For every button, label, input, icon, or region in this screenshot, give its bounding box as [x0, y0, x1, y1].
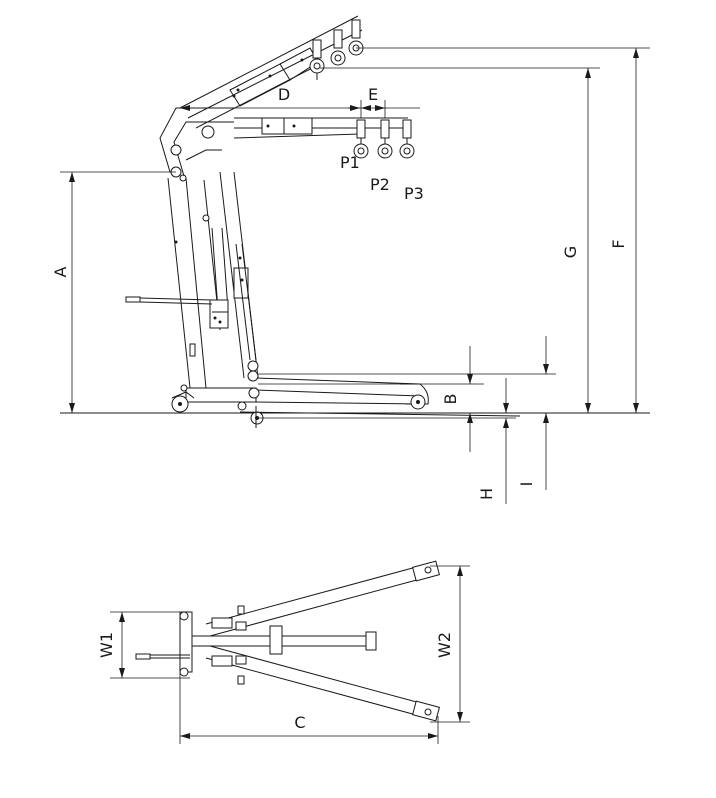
pump-handle-grip [125, 296, 141, 303]
hook-raised-2 [330, 29, 346, 66]
label-f: F [609, 239, 628, 248]
dim-c: C [179, 672, 439, 744]
boom-raised [179, 15, 364, 129]
dim-f: F [356, 47, 650, 413]
label-w2: W2 [435, 632, 454, 658]
dim-e: E [348, 85, 420, 118]
label-d: D [278, 85, 290, 104]
boom-lowered [159, 107, 415, 177]
boom-top [179, 611, 377, 673]
leg-lower [205, 645, 441, 722]
hook-p1 [353, 119, 369, 159]
label-a: A [51, 266, 70, 277]
top-view: W1 W2 C [97, 560, 470, 744]
dim-a: A [51, 171, 176, 413]
hook-p3 [399, 119, 415, 159]
hook-p2 [377, 119, 393, 159]
dim-w1: W1 [97, 611, 190, 679]
label-p2: P2 [370, 175, 390, 194]
base-frame [171, 377, 521, 428]
label-h: H [477, 488, 496, 500]
label-g: G [561, 246, 580, 258]
hook-raised-3 [348, 19, 364, 56]
dim-d: D [180, 85, 360, 111]
leg-upper [205, 560, 441, 637]
hook-raised-1 [309, 39, 325, 80]
label-e: E [368, 85, 378, 104]
dim-g: G [320, 67, 600, 413]
dim-b: B [258, 346, 484, 452]
label-p3: P3 [404, 184, 424, 203]
hydraulic-ram [125, 227, 260, 399]
handle-grip-top [135, 653, 151, 660]
pump-body [209, 299, 229, 329]
label-b: B [441, 394, 460, 405]
rear-end [135, 611, 190, 677]
label-w1: W1 [97, 632, 116, 658]
label-c: C [294, 713, 305, 732]
dim-h: H [258, 378, 516, 504]
label-p1: P1 [340, 153, 360, 172]
dim-i: I [258, 336, 556, 490]
label-i: I [517, 482, 536, 487]
base-rear-beam [185, 387, 257, 403]
dim-w2: W2 [430, 565, 470, 723]
side-view: A D E P1 P2 P3 G [51, 15, 650, 504]
